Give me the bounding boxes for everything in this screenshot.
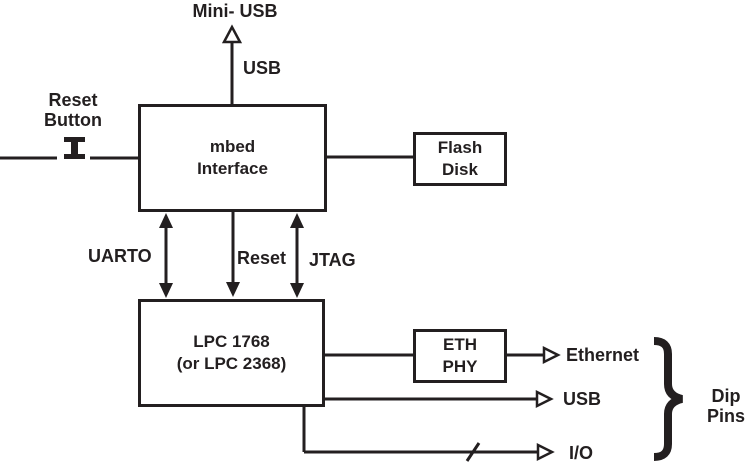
bus-slash-icon	[465, 442, 481, 462]
mini-usb-arrow-icon	[221, 24, 243, 44]
flash-disk-label-line2: Disk	[442, 160, 478, 179]
mbed-interface-label-line2: Interface	[197, 159, 268, 178]
reset-switch-icon	[64, 137, 85, 159]
dip-pins-label: Dip Pins	[700, 386, 750, 426]
reset-button-label-line1: Reset	[48, 90, 98, 110]
uart0-arrowheads-icon	[159, 213, 173, 298]
reset-arrowhead-icon	[226, 282, 240, 297]
reset-button-label-line2: Button	[44, 110, 102, 130]
lpc-mcu-label-line2: (or LPC 2368)	[176, 354, 287, 373]
io-arrow-icon	[536, 442, 555, 462]
dip-pins-label-line1: Dip	[711, 386, 741, 406]
usb-output-label: USB	[563, 389, 602, 409]
usb-top-label: USB	[243, 58, 282, 78]
ethernet-label: Ethernet	[566, 345, 640, 365]
lpc-mcu-box: LPC 1768 (or LPC 2368)	[138, 299, 325, 407]
usb-arrow-icon	[535, 389, 554, 409]
io-label: I/O	[569, 443, 594, 463]
reset-button-label: Reset Button	[22, 90, 124, 130]
reset-signal-label: Reset	[237, 248, 287, 268]
jtag-arrowheads-icon	[290, 213, 304, 298]
lpc-mcu-label-line1: LPC 1768	[193, 332, 270, 351]
ethernet-arrow-icon	[542, 345, 561, 365]
dip-pins-label-line2: Pins	[706, 406, 745, 426]
dip-pins-brace-icon	[653, 337, 684, 461]
uart0-label: UARTO	[88, 246, 152, 266]
mbed-interface-label-line1: mbed	[209, 137, 256, 156]
eth-phy-label-line2: PHY	[442, 357, 478, 376]
mini-usb-label: Mini- USB	[192, 1, 278, 21]
jtag-label: JTAG	[309, 250, 356, 270]
flash-disk-label-line1: Flash	[437, 138, 483, 157]
mbed-interface-box: mbed Interface	[138, 104, 327, 212]
eth-phy-label-line1: ETH	[443, 335, 477, 354]
eth-phy-box: ETH PHY	[413, 329, 507, 383]
flash-disk-box: Flash Disk	[413, 132, 507, 186]
